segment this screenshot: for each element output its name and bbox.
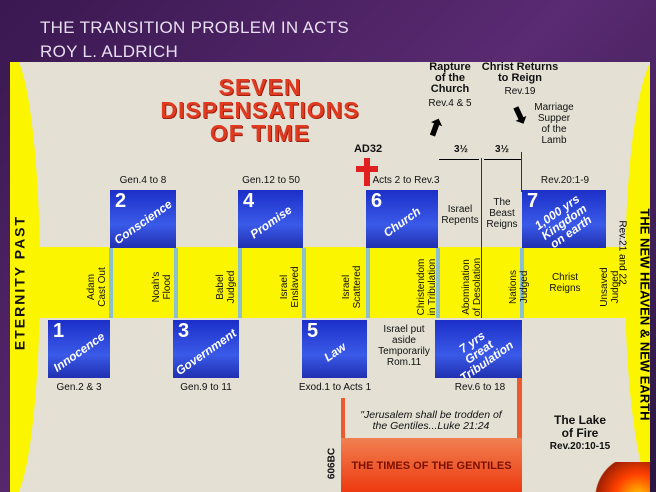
ref-6: Acts 2 to Rev.3 [372,175,440,186]
slide-author: ROY L. ALDRICH [40,42,179,61]
tick-line [521,152,522,192]
divider [109,248,113,318]
span-arrow [439,159,479,160]
new-earth-label: THE NEW HEAVEN & NEW EARTH [637,208,651,421]
ad32-label: AD32 [353,143,383,155]
half-week-2: 3½ [495,144,509,155]
rapture-ref: Rev.4 & 5 [428,98,472,109]
divider [436,248,440,318]
ref-4: Gen.12 to 50 [242,175,300,186]
divider [302,248,306,318]
eternity-past-label: ETERNITY PAST [11,214,28,351]
ref-2: Gen.4 to 8 [119,175,167,186]
ref-7: Rev.20:1-9 [540,175,590,186]
cross-bar [356,166,378,172]
span-arrow [484,159,521,160]
ref-1: Gen.2 & 3 [56,382,102,393]
slide-title: THE TRANSITION PROBLEM IN ACTS [40,18,350,37]
divider [174,248,178,318]
half-week-1: 3½ [454,144,468,155]
return-ref: Rev.19 [504,86,536,97]
divider [366,248,370,318]
bc606-label: 606BC [326,447,338,480]
ref-3: Gen.9 to 11 [180,382,232,393]
midpoint-line [481,158,482,318]
fire-icon [590,462,650,492]
cross-icon [364,158,370,186]
gentiles-right-bar [517,378,522,492]
times-of-gentiles: THE TIMES OF THE GENTILES [341,438,522,492]
lake-of-fire-ref: Rev.20:10-15 [549,441,611,452]
timeline-band [10,247,650,318]
ref-tribulation: Rev.6 to 18 [454,382,506,393]
christ-reigns: Christ Reigns [549,272,581,294]
israel-repents: Israel Repents [441,204,479,226]
great-tribulation: 7 yrs Great Tribulation [435,320,522,378]
arrow-down-icon: ⬇ [505,100,535,133]
beast-reigns: The Beast Reigns [486,197,518,230]
arrow-up-icon: ⬆ [420,112,450,145]
divider [520,248,524,318]
divider [238,248,242,318]
ref-5: Exod.1 to Acts 1 [298,382,372,393]
